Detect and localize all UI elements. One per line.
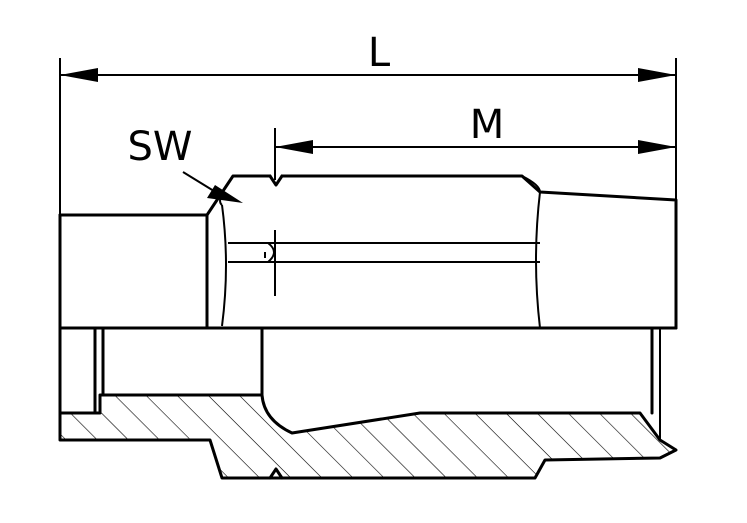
- fitting-section-view: [58, 326, 678, 480]
- dimension-l-label: L: [368, 30, 391, 76]
- dimension-m-label: M: [470, 102, 505, 148]
- dimension-l: L: [59, 30, 677, 215]
- fitting-external-view: [58, 174, 678, 330]
- wrench-size-label: SW: [128, 124, 193, 170]
- wrench-size-leader: SW: [128, 124, 243, 203]
- dimension-m: M: [274, 102, 676, 180]
